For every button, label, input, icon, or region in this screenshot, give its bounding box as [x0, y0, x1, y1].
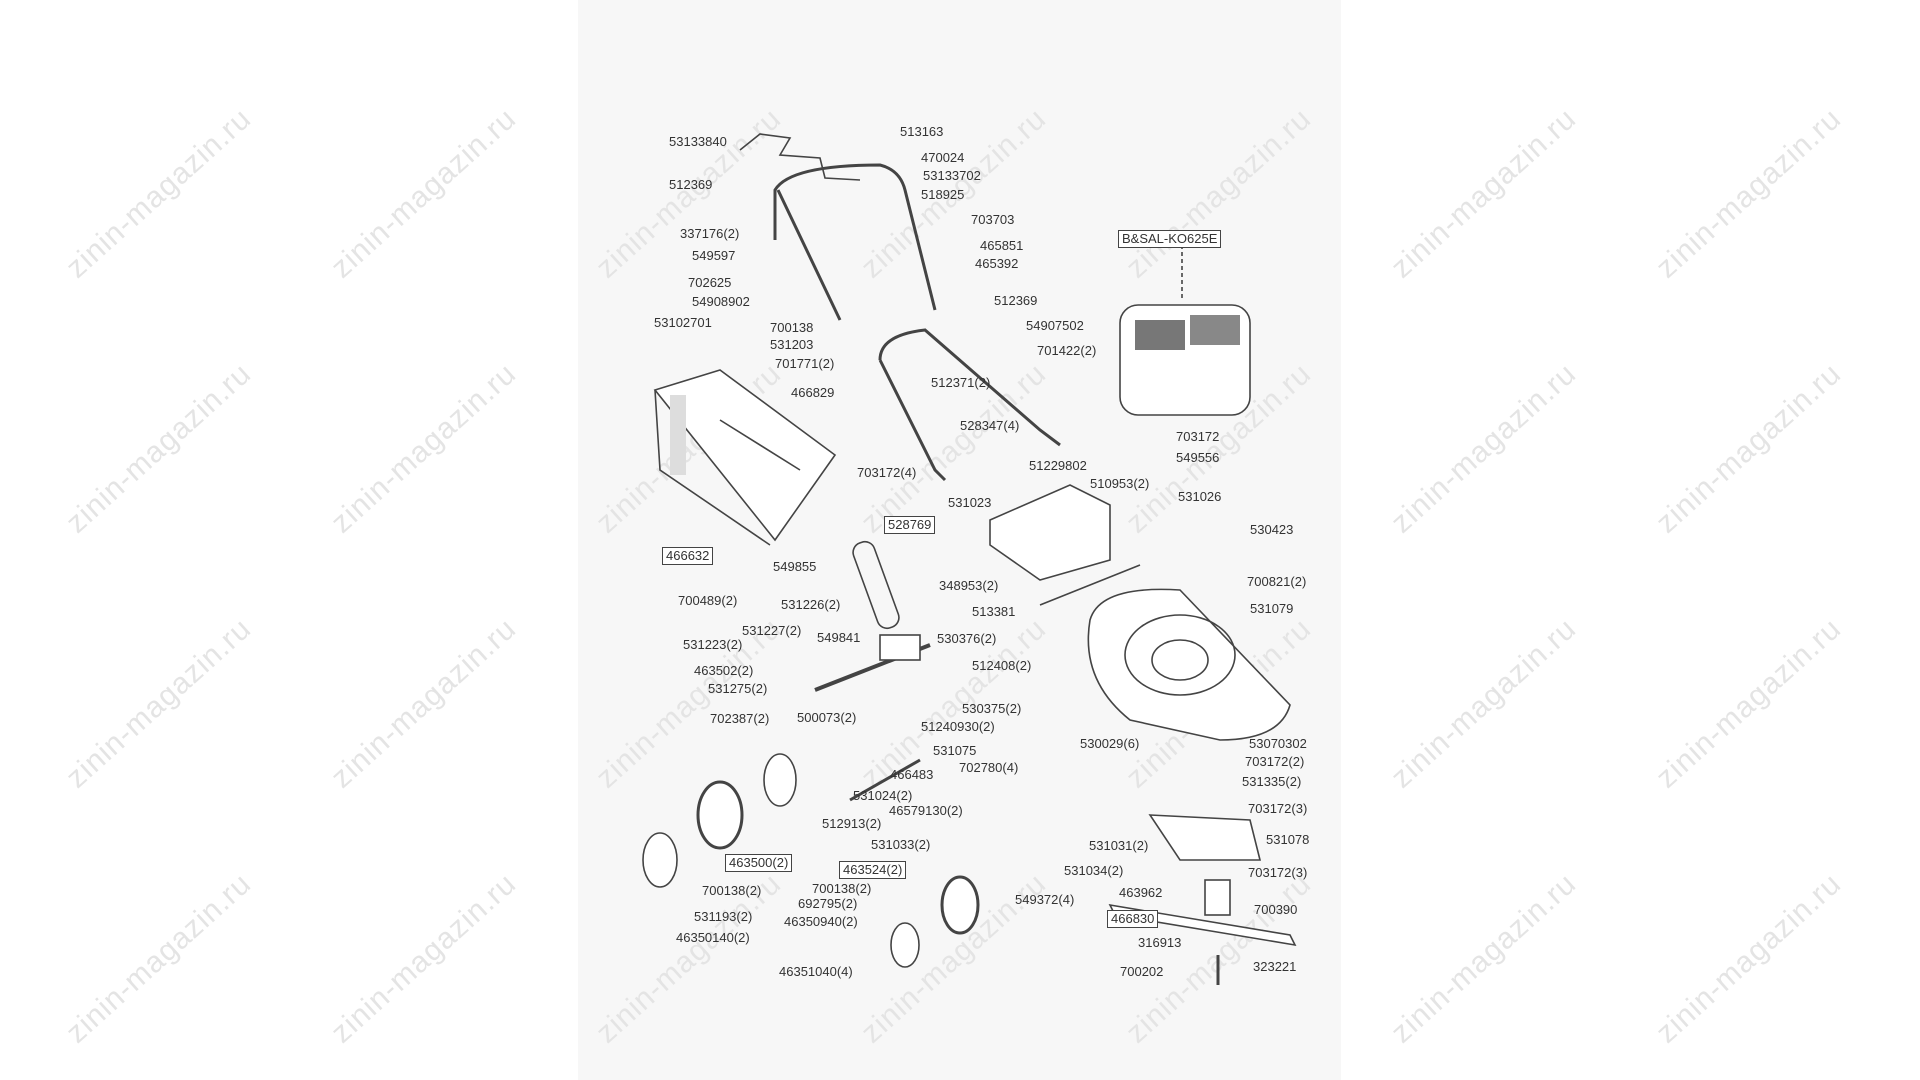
engine-model-label[interactable]: B&SAL-KO625E [1118, 230, 1222, 248]
part-label[interactable]: 530375(2) [962, 701, 1022, 716]
part-label[interactable]: 703703 [971, 212, 1015, 227]
part-label[interactable]: 510953(2) [1090, 476, 1150, 491]
part-label[interactable]: 54908902 [692, 294, 750, 309]
part-label[interactable]: 53102701 [654, 315, 712, 330]
rear-axle-gearbox [814, 634, 931, 802]
mower-deck [1039, 564, 1291, 741]
part-label[interactable]: 53133702 [923, 168, 981, 183]
part-label[interactable]: 531335(2) [1242, 774, 1302, 789]
part-label[interactable]: 701771(2) [775, 356, 835, 371]
part-label[interactable]: 51229802 [1029, 458, 1087, 473]
part-label[interactable]: 703172(2) [1245, 754, 1305, 769]
part-label[interactable]: 531024(2) [853, 788, 913, 803]
part-label[interactable]: 531223(2) [683, 637, 743, 652]
part-label[interactable]: 53133840 [669, 134, 727, 149]
part-label[interactable]: 531031(2) [1089, 838, 1149, 853]
part-label[interactable]: 701422(2) [1037, 343, 1097, 358]
part-label[interactable]: 700821(2) [1247, 574, 1307, 589]
part-label[interactable]: 703172(4) [857, 465, 917, 480]
part-label[interactable]: 700202 [1120, 964, 1164, 979]
part-label[interactable]: 531034(2) [1064, 863, 1124, 878]
part-label[interactable]: 500073(2) [797, 710, 857, 725]
part-label[interactable]: 465851 [980, 238, 1024, 253]
part-label[interactable]: 700390 [1254, 902, 1298, 917]
part-label[interactable]: 531026 [1178, 489, 1222, 504]
part-label[interactable]: 531078 [1266, 832, 1310, 847]
part-label[interactable]: 513163 [900, 124, 944, 139]
part-label[interactable]: 518925 [921, 187, 965, 202]
part-label[interactable]: 528347(4) [960, 418, 1020, 433]
part-label[interactable]: 700138 [770, 320, 814, 335]
part-label[interactable]: 531275(2) [708, 681, 768, 696]
part-label[interactable]: 51240930(2) [921, 719, 995, 734]
part-label[interactable]: 549556 [1176, 450, 1220, 465]
grass-catcher [653, 369, 837, 546]
part-label[interactable]: 348953(2) [939, 578, 999, 593]
lower-handle [878, 328, 1061, 482]
part-label[interactable]: 549597 [692, 248, 736, 263]
part-label[interactable]: 531079 [1250, 601, 1294, 616]
part-label[interactable]: 549841 [817, 630, 861, 645]
part-label[interactable]: 531023 [948, 495, 992, 510]
part-label[interactable]: 703172(3) [1248, 865, 1308, 880]
part-label[interactable]: 512369 [994, 293, 1038, 308]
part-label-boxed[interactable]: 463524(2) [839, 861, 907, 879]
part-label[interactable]: 549855 [773, 559, 817, 574]
part-label[interactable]: 700138(2) [702, 883, 762, 898]
part-label[interactable]: 512408(2) [972, 658, 1032, 673]
part-label[interactable]: 531203 [770, 337, 814, 352]
part-label[interactable]: 549372(4) [1015, 892, 1075, 907]
part-label[interactable]: 531226(2) [781, 597, 841, 612]
part-label[interactable]: 702625 [688, 275, 732, 290]
part-label[interactable]: 530376(2) [937, 631, 997, 646]
part-label[interactable]: 700489(2) [678, 593, 738, 608]
part-label[interactable]: 46350940(2) [784, 914, 858, 929]
part-label-boxed[interactable]: 528769 [884, 516, 936, 534]
part-label[interactable]: 463962 [1119, 885, 1163, 900]
part-label[interactable]: 702387(2) [710, 711, 770, 726]
drive-belt [852, 540, 900, 630]
part-label[interactable]: 531075 [933, 743, 977, 758]
wheels [642, 753, 980, 968]
part-label[interactable]: 702780(4) [959, 760, 1019, 775]
part-label[interactable]: 463502(2) [694, 663, 754, 678]
part-label[interactable]: 692795(2) [798, 896, 858, 911]
part-label-boxed[interactable]: 466830 [1107, 910, 1159, 928]
part-label[interactable]: 703172 [1176, 429, 1220, 444]
part-label[interactable]: 46579130(2) [889, 803, 963, 818]
part-label[interactable]: 531193(2) [694, 909, 753, 924]
part-label[interactable]: 316913 [1138, 935, 1182, 950]
engine [1119, 245, 1251, 416]
part-label[interactable]: 512371(2) [931, 375, 991, 390]
part-label[interactable]: 46351040(4) [779, 964, 853, 979]
part-label[interactable]: 337176(2) [680, 226, 740, 241]
part-label[interactable]: 466829 [791, 385, 835, 400]
part-label[interactable]: 54907502 [1026, 318, 1084, 333]
part-label[interactable]: 531033(2) [871, 837, 931, 852]
part-label[interactable]: 530423 [1250, 522, 1294, 537]
part-label[interactable]: 465392 [975, 256, 1019, 271]
part-label[interactable]: 512369 [669, 177, 713, 192]
part-label[interactable]: 703172(3) [1248, 801, 1308, 816]
upper-handle [739, 133, 937, 321]
part-label[interactable]: 512913(2) [822, 816, 882, 831]
part-label[interactable]: 531227(2) [742, 623, 802, 638]
part-label[interactable]: 470024 [921, 150, 965, 165]
part-label-boxed[interactable]: 463500(2) [725, 854, 793, 872]
part-label[interactable]: 530029(6) [1080, 736, 1140, 751]
part-label[interactable]: 46350140(2) [676, 930, 750, 945]
part-label[interactable]: 53070302 [1249, 736, 1307, 751]
part-label[interactable]: 466483 [890, 767, 934, 782]
part-label[interactable]: 700138(2) [812, 881, 872, 896]
chute-cover [989, 484, 1111, 581]
part-label-boxed[interactable]: 466632 [662, 547, 714, 565]
part-label[interactable]: 323221 [1253, 959, 1297, 974]
part-label[interactable]: 513381 [972, 604, 1016, 619]
